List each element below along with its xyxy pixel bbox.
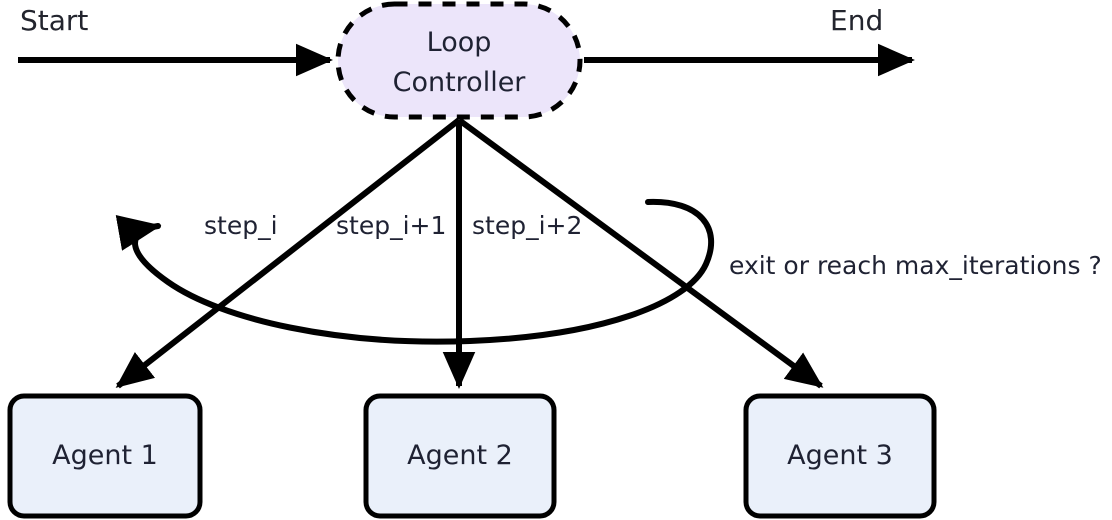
agent-2-label: Agent 2: [407, 440, 513, 471]
loop-controller-shape: [335, 1, 583, 120]
edge-controller-to-agent-1: [115, 117, 461, 389]
node-agent-1[interactable]: Agent 1: [7, 393, 203, 519]
edge-label-step-i-plus-1: step_i+1: [336, 211, 446, 240]
edge-label-step-i-plus-2: step_i+2: [472, 211, 582, 240]
end-label: End: [830, 4, 883, 37]
node-agent-3[interactable]: Agent 3: [743, 393, 937, 519]
agent-2-shape: [363, 393, 557, 519]
agent-1-label: Agent 1: [52, 440, 158, 471]
edge-controller-to-agent-3: [457, 117, 824, 389]
feedback-loop-arrow: [115, 198, 714, 345]
edge-label-exit-condition: exit or reach max_iterations ?: [729, 251, 1102, 280]
agent-1-shape: [7, 393, 203, 519]
agent-3-shape: [743, 393, 937, 519]
node-loop-controller[interactable]: Loop Controller: [335, 1, 583, 120]
edge-label-step-i: step_i: [204, 211, 278, 240]
agent-3-label: Agent 3: [787, 440, 893, 471]
loop-controller-label-line-2: Controller: [393, 67, 527, 98]
node-agent-2[interactable]: Agent 2: [363, 393, 557, 519]
start-label: Start: [20, 4, 88, 37]
loop-controller-label-line-1: Loop: [427, 27, 492, 58]
